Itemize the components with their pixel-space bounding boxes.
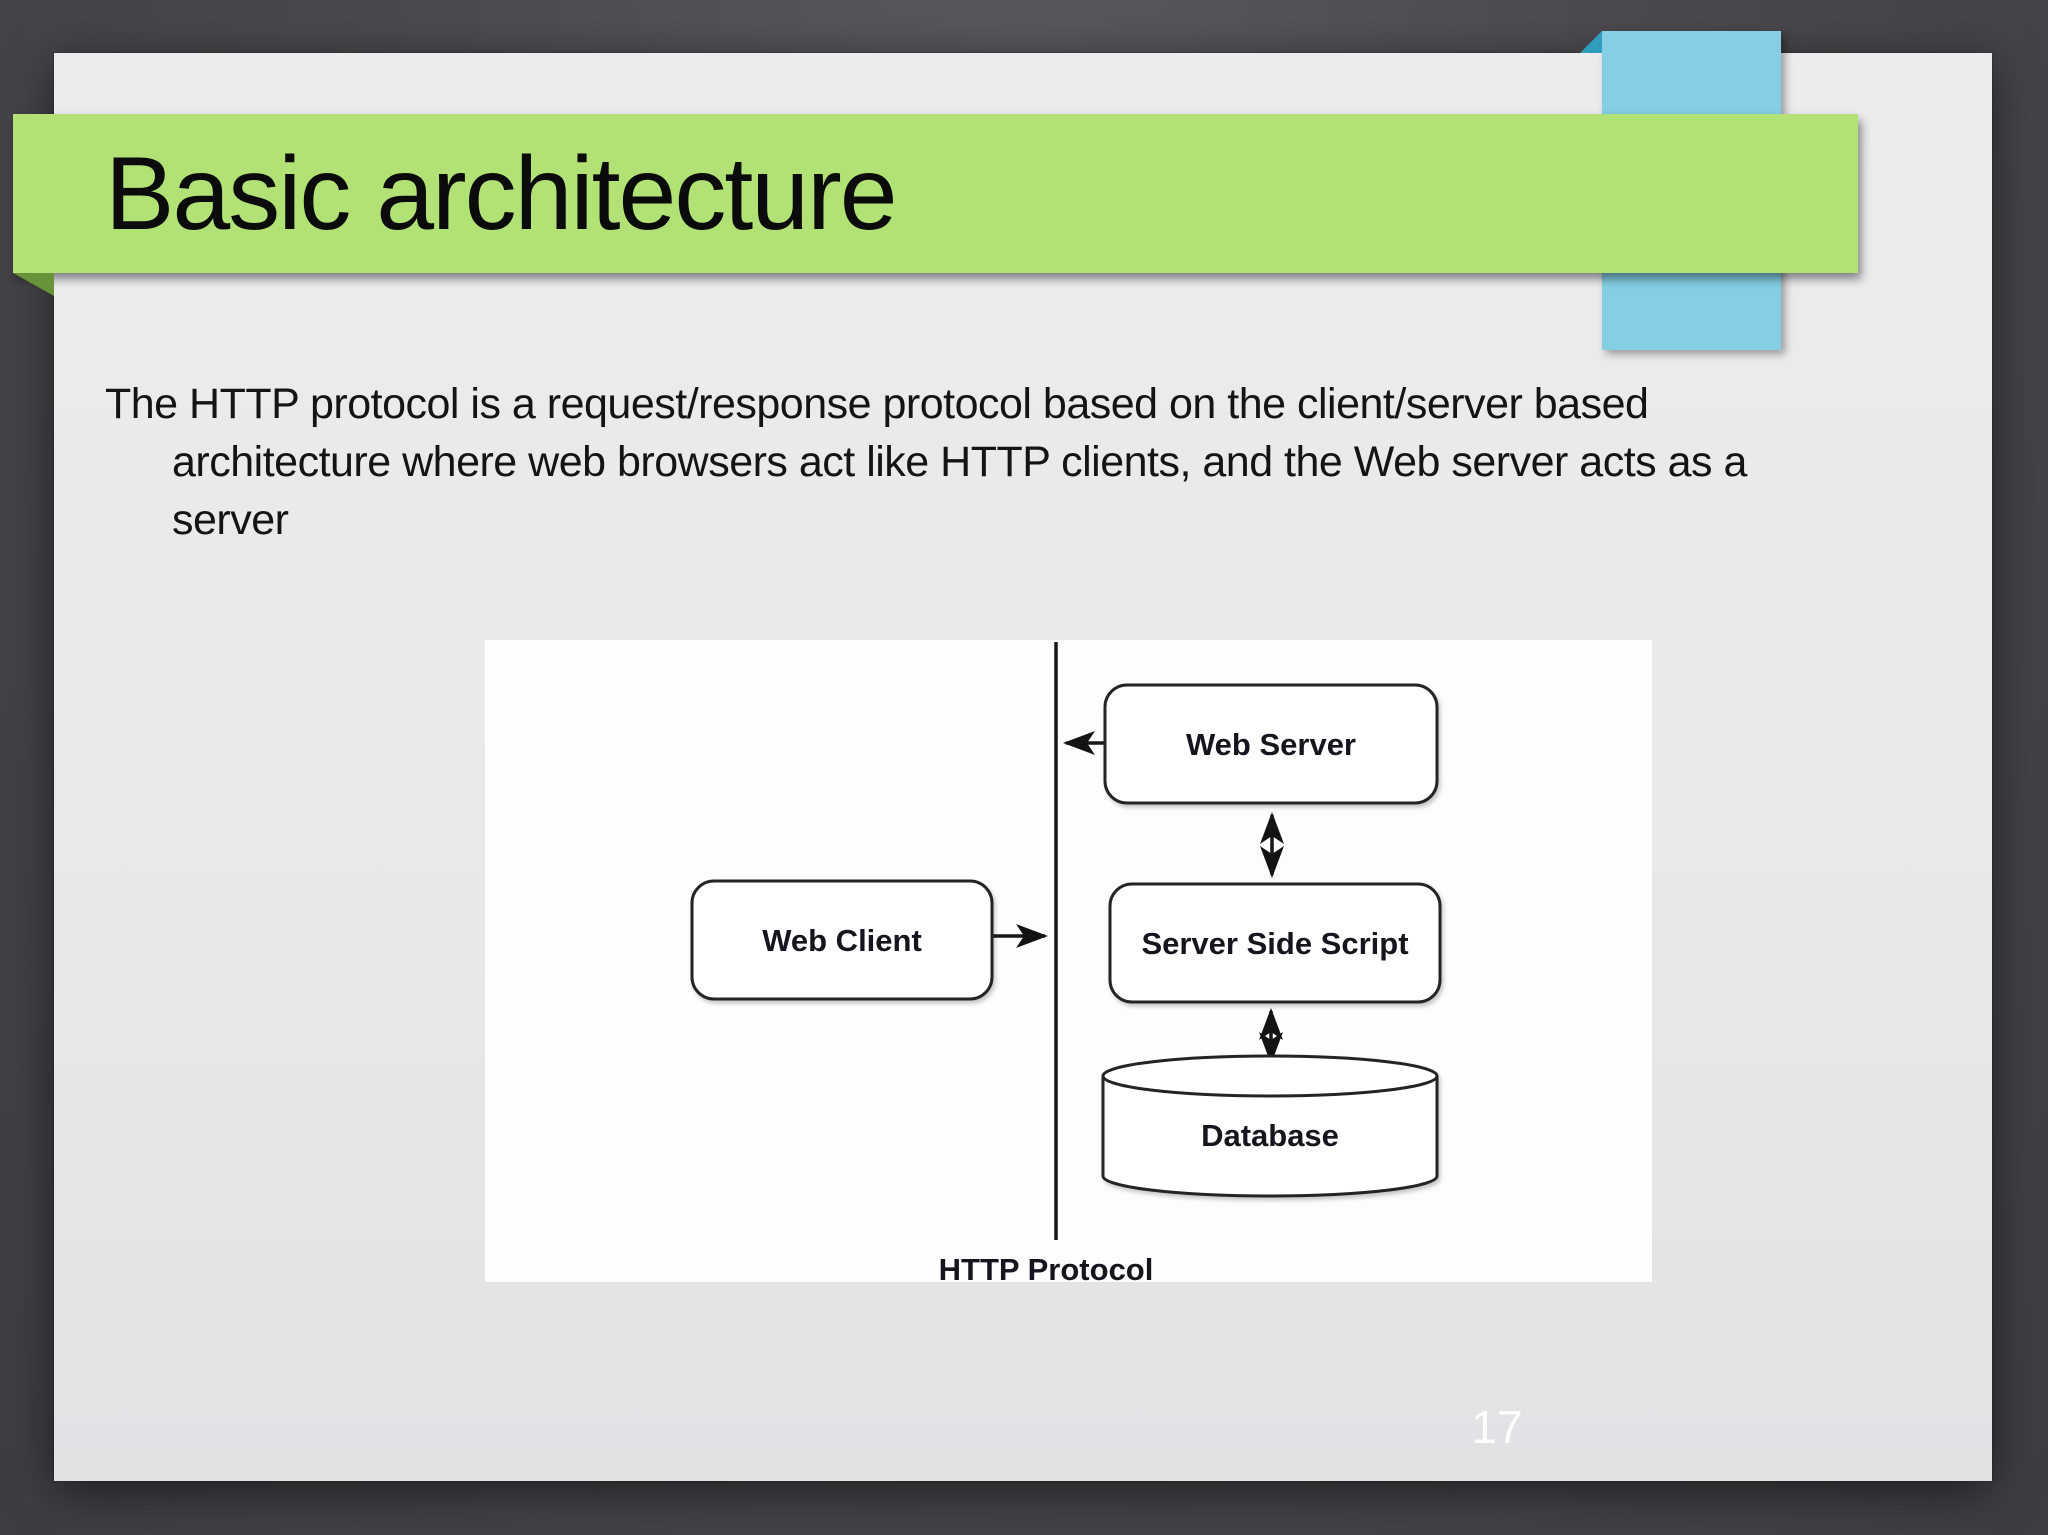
web-client-box [690, 879, 994, 1001]
server-side-script-node: Server Side Script [1108, 882, 1442, 1004]
body-line-3: server [172, 496, 289, 544]
web-client-label: Web Client [762, 923, 922, 958]
body-line-1: The HTTP protocol is a request/response … [105, 380, 1649, 428]
title-banner: Basic architecture [13, 114, 1858, 273]
web-server-node: Web Server [1103, 683, 1439, 805]
database-cylinder-top [1101, 1054, 1439, 1098]
database-node: Database [1101, 1054, 1439, 1198]
web-client-node: Web Client [690, 879, 994, 1001]
bookmark-tab-fold [1580, 31, 1602, 53]
server-side-script-label: Server Side Script [1141, 926, 1408, 961]
http-architecture-diagram: Web Server Server Side Script Web Client… [485, 640, 1652, 1282]
database-cylinder-body [1101, 1076, 1439, 1198]
web-server-box [1103, 683, 1439, 805]
database-label: Database [1201, 1118, 1339, 1153]
page-number: 17 [1471, 1401, 1523, 1453]
diagram-caption: HTTP Protocol [939, 1252, 1154, 1282]
page-title: Basic architecture [105, 135, 898, 252]
title-banner-fold [13, 273, 54, 296]
body-line-2: architecture where web browsers act like… [172, 438, 1747, 486]
server-side-script-box [1108, 882, 1442, 1004]
web-server-label: Web Server [1186, 727, 1356, 762]
body-paragraph: The HTTP protocol is a request/response … [105, 375, 1935, 549]
